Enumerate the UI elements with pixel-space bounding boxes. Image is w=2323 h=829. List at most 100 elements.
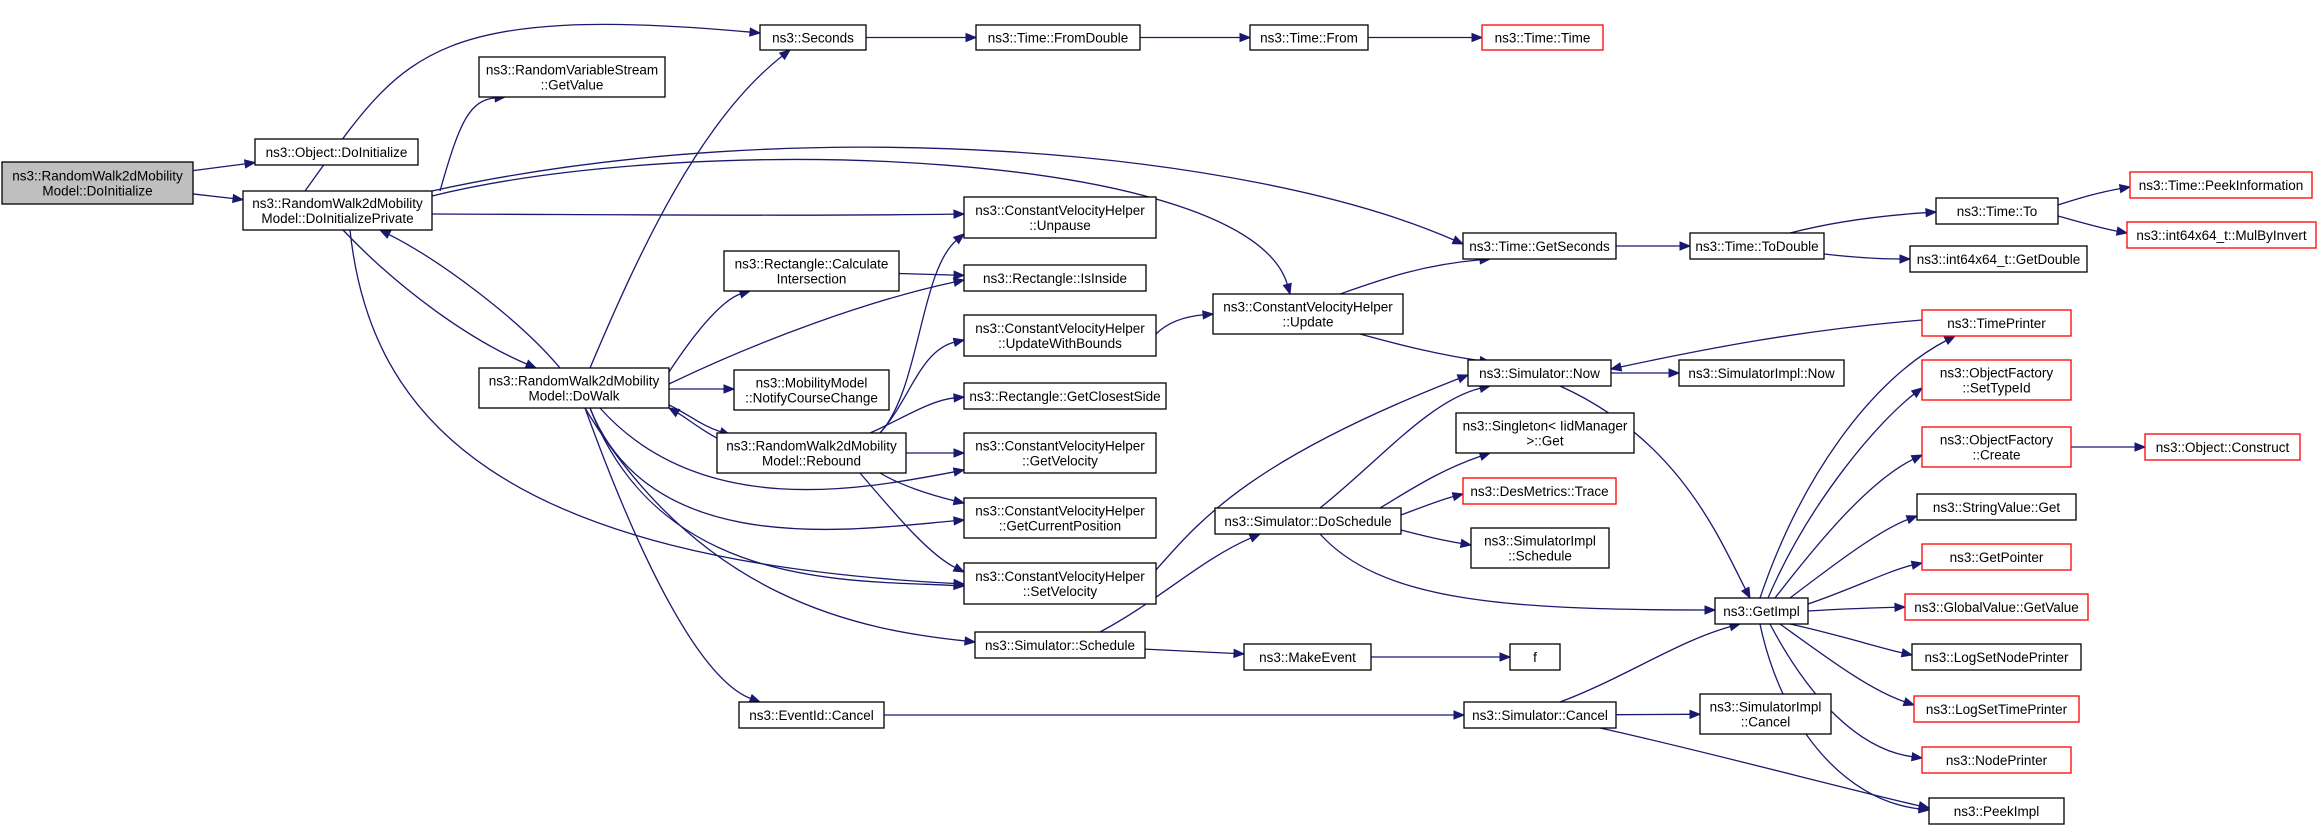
node-n20[interactable]: ns3::EventId::Cancel [738, 701, 885, 729]
node-box-n44[interactable] [1921, 543, 2072, 571]
node-n0[interactable]: ns3::RandomWalk2dMobilityModel::DoInitia… [1, 161, 194, 205]
node-n48[interactable]: ns3::NodePrinter [1921, 746, 2072, 774]
node-box-n23[interactable] [1467, 359, 1612, 387]
node-box-n3[interactable] [759, 24, 867, 51]
node-n30[interactable]: ns3::Simulator::Cancel [1463, 701, 1617, 729]
node-n8[interactable]: ns3::Time::Time [1481, 24, 1604, 51]
node-box-n48[interactable] [1921, 746, 2072, 774]
node-n25[interactable]: ns3::DesMetrics::Trace [1462, 477, 1617, 505]
node-n28[interactable]: ns3::MakeEvent [1243, 643, 1372, 671]
node-box-n4[interactable] [478, 56, 666, 98]
node-box-n39[interactable] [1921, 309, 2072, 337]
node-box-n9[interactable] [963, 196, 1157, 239]
node-box-n49[interactable] [1928, 797, 2065, 825]
node-box-n12[interactable] [963, 314, 1157, 357]
node-box-n2[interactable] [242, 190, 433, 231]
node-n6[interactable]: ns3::Time::FromDouble [975, 24, 1141, 51]
node-n14[interactable]: ns3::Rectangle::GetClosestSide [963, 382, 1167, 410]
node-n26[interactable]: ns3::Simulator::DoSchedule [1214, 507, 1402, 535]
node-box-n35[interactable] [2129, 171, 2313, 199]
node-box-n15[interactable] [716, 432, 907, 474]
node-box-n13[interactable] [733, 369, 890, 411]
node-box-n7[interactable] [1249, 24, 1369, 51]
node-box-n26[interactable] [1214, 507, 1402, 535]
node-box-n18[interactable] [963, 562, 1157, 605]
node-box-n24[interactable] [1455, 412, 1635, 454]
node-n1[interactable]: ns3::Object::DoInitialize [254, 138, 419, 166]
node-box-n28[interactable] [1243, 643, 1372, 671]
node-n45[interactable]: ns3::GlobalValue::GetValue [1904, 593, 2089, 621]
node-box-n33[interactable] [1935, 197, 2059, 225]
node-box-n27[interactable] [1470, 527, 1610, 569]
node-n9[interactable]: ns3::ConstantVelocityHelper::Unpause [963, 196, 1157, 239]
node-n7[interactable]: ns3::Time::From [1249, 24, 1369, 51]
node-box-n10[interactable] [723, 250, 900, 292]
node-n16[interactable]: ns3::ConstantVelocityHelper::GetVelocity [963, 432, 1157, 474]
node-box-n38[interactable] [1714, 597, 1809, 625]
node-box-n19[interactable] [974, 631, 1146, 659]
node-n3[interactable]: ns3::Seconds [759, 24, 867, 51]
node-n32[interactable]: ns3::Time::ToDouble [1689, 232, 1825, 260]
node-box-n40[interactable] [1921, 359, 2072, 401]
node-n13[interactable]: ns3::MobilityModel::NotifyCourseChange [733, 369, 890, 411]
node-n37[interactable]: ns3::SimulatorImpl::Now [1678, 359, 1845, 387]
node-n2[interactable]: ns3::RandomWalk2dMobilityModel::DoInitia… [242, 190, 433, 231]
node-box-n46[interactable] [1911, 643, 2082, 671]
node-box-n30[interactable] [1463, 701, 1617, 729]
node-n43[interactable]: ns3::StringValue::Get [1916, 493, 2077, 521]
node-n47[interactable]: ns3::LogSetTimePrinter [1913, 695, 2080, 723]
node-n17[interactable]: ns3::ConstantVelocityHelper::GetCurrentP… [963, 497, 1157, 539]
node-box-n1[interactable] [254, 138, 419, 166]
node-box-n36[interactable] [2126, 221, 2317, 249]
node-box-n11[interactable] [963, 264, 1147, 292]
node-n38[interactable]: ns3::GetImpl [1714, 597, 1809, 625]
node-n23[interactable]: ns3::Simulator::Now [1467, 359, 1612, 387]
node-n49[interactable]: ns3::PeekImpl [1928, 797, 2065, 825]
node-box-n42[interactable] [2144, 433, 2301, 461]
node-box-n47[interactable] [1913, 695, 2080, 723]
node-n35[interactable]: ns3::Time::PeekInformation [2129, 171, 2313, 199]
node-n36[interactable]: ns3::int64x64_t::MulByInvert [2126, 221, 2317, 249]
node-box-n29[interactable] [1509, 643, 1561, 671]
node-box-n17[interactable] [963, 497, 1157, 539]
node-box-n34[interactable] [1909, 245, 2088, 273]
node-n21[interactable]: ns3::ConstantVelocityHelper::Update [1212, 293, 1404, 335]
node-box-n0[interactable] [1, 161, 194, 205]
node-n42[interactable]: ns3::Object::Construct [2144, 433, 2301, 461]
node-box-n41[interactable] [1921, 426, 2072, 468]
node-n33[interactable]: ns3::Time::To [1935, 197, 2059, 225]
node-n29[interactable]: f [1509, 643, 1561, 671]
node-box-n14[interactable] [963, 382, 1167, 410]
node-n46[interactable]: ns3::LogSetNodePrinter [1911, 643, 2082, 671]
node-box-n5[interactable] [478, 367, 670, 409]
node-n40[interactable]: ns3::ObjectFactory::SetTypeId [1921, 359, 2072, 401]
node-box-n32[interactable] [1689, 232, 1825, 260]
node-n22[interactable]: ns3::Time::GetSeconds [1462, 232, 1617, 260]
node-box-n6[interactable] [975, 24, 1141, 51]
node-n11[interactable]: ns3::Rectangle::IsInside [963, 264, 1147, 292]
node-n24[interactable]: ns3::Singleton< IidManager >::Get [1455, 412, 1635, 454]
node-n44[interactable]: ns3::GetPointer [1921, 543, 2072, 571]
node-box-n43[interactable] [1916, 493, 2077, 521]
node-n39[interactable]: ns3::TimePrinter [1921, 309, 2072, 337]
node-box-n8[interactable] [1481, 24, 1604, 51]
node-box-n21[interactable] [1212, 293, 1404, 335]
node-n41[interactable]: ns3::ObjectFactory::Create [1921, 426, 2072, 468]
node-box-n37[interactable] [1678, 359, 1845, 387]
node-n31[interactable]: ns3::SimulatorImpl::Cancel [1699, 693, 1832, 735]
node-n27[interactable]: ns3::SimulatorImpl::Schedule [1470, 527, 1610, 569]
node-box-n45[interactable] [1904, 593, 2089, 621]
node-n34[interactable]: ns3::int64x64_t::GetDouble [1909, 245, 2088, 273]
node-box-n16[interactable] [963, 432, 1157, 474]
node-box-n25[interactable] [1462, 477, 1617, 505]
node-n19[interactable]: ns3::Simulator::Schedule [974, 631, 1146, 659]
node-box-n22[interactable] [1462, 232, 1617, 260]
node-n18[interactable]: ns3::ConstantVelocityHelper::SetVelocity [963, 562, 1157, 605]
node-n4[interactable]: ns3::RandomVariableStream::GetValue [478, 56, 666, 98]
node-box-n31[interactable] [1699, 693, 1832, 735]
node-n12[interactable]: ns3::ConstantVelocityHelper::UpdateWithB… [963, 314, 1157, 357]
node-box-n20[interactable] [738, 701, 885, 729]
